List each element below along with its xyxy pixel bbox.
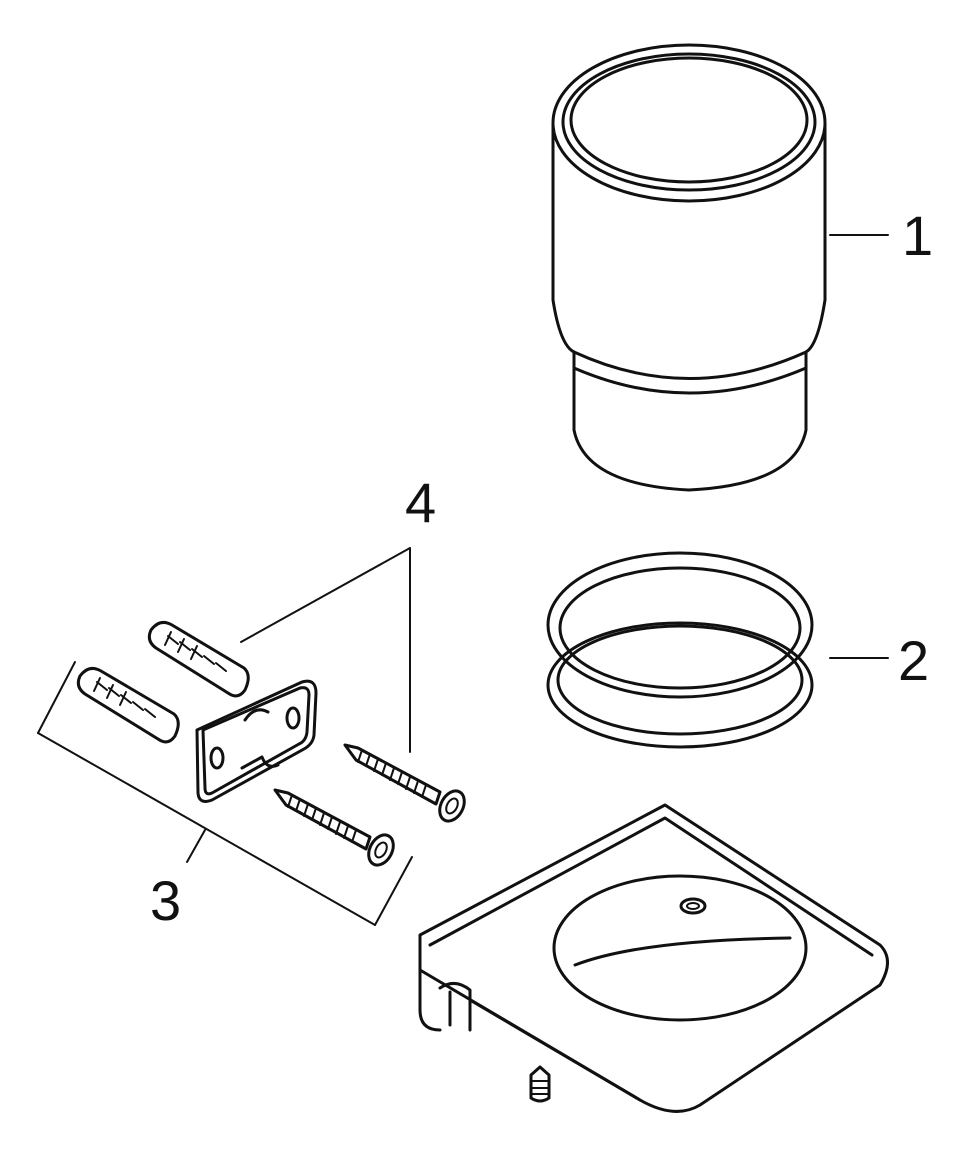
callout-label-3: 3	[150, 869, 181, 932]
callout-label-2: 2	[898, 629, 929, 692]
wood-screw-upper	[343, 743, 466, 823]
wood-screw-lower	[273, 788, 395, 867]
grub-screw	[529, 1065, 551, 1103]
leader-lines	[37, 234, 889, 926]
callout-label-1: 1	[902, 204, 933, 267]
square-holder	[418, 803, 889, 1113]
wall-plug-lower	[76, 666, 180, 744]
mounting-plate	[195, 679, 318, 803]
callout-label-4: 4	[405, 471, 436, 534]
ring-part	[546, 551, 814, 749]
tumbler-glass	[551, 43, 827, 492]
wall-plug-upper	[147, 620, 250, 698]
